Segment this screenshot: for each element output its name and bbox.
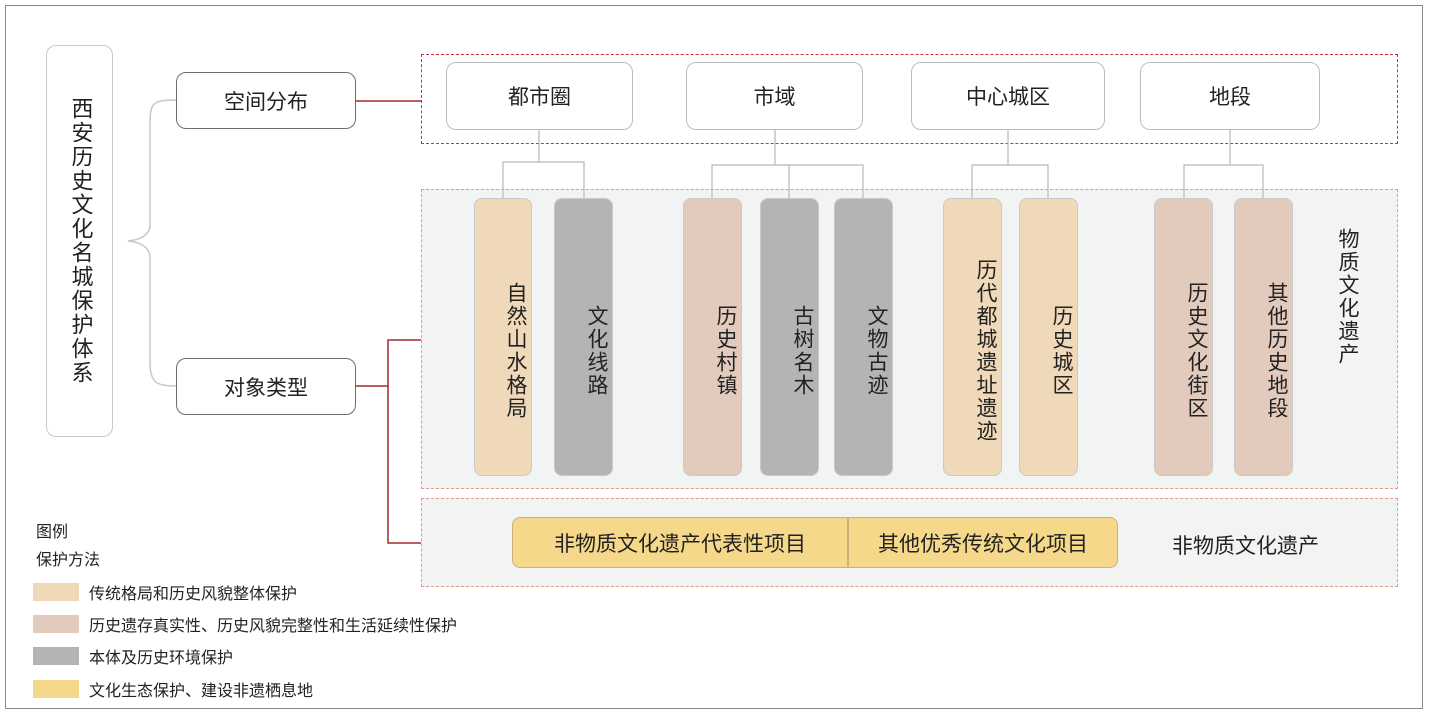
legend-swatch-grey xyxy=(33,647,79,665)
level-section: 地段 xyxy=(1140,62,1320,130)
category-object-label: 对象类型 xyxy=(224,375,308,400)
legend-entry-beige: 传统格局和历史风貌整体保护 xyxy=(33,580,297,604)
item-ancient-tree: 古树名木 xyxy=(760,198,819,476)
legend-entry-rose: 历史遗存真实性、历史风貌完整性和生活延续性保护 xyxy=(33,612,457,636)
item-ancient-tree-label: 古树名木 xyxy=(791,305,815,397)
item-historic-urban-area-label: 历史城区 xyxy=(1050,305,1074,397)
spatial-level-band xyxy=(421,54,1398,144)
root-node: 西安历史文化名城保护体系 xyxy=(46,45,113,437)
level-city: 市域 xyxy=(686,62,863,130)
category-spatial-label: 空间分布 xyxy=(224,89,308,114)
diagram-frame xyxy=(5,5,1423,709)
item-capital-ruins: 历代都城遗址遗迹 xyxy=(943,198,1002,476)
legend-swatch-yellow xyxy=(33,680,79,698)
legend-entry-beige-label: 传统格局和历史风貌整体保护 xyxy=(89,584,298,603)
connector-group-2 xyxy=(711,130,864,198)
item-historic-block-label: 历史文化街区 xyxy=(1185,282,1209,420)
root-label: 西安历史文化名城保护体系 xyxy=(67,97,93,385)
item-historic-village-label: 历史村镇 xyxy=(714,305,738,397)
level-metro: 都市圈 xyxy=(446,62,633,130)
tangible-heritage-label: 物质文化遗产 xyxy=(1336,228,1360,366)
legend-title: 图例 xyxy=(36,522,69,541)
item-cultural-route-label: 文化线路 xyxy=(585,305,609,397)
intangible-other-item: 其他优秀传统文化项目 xyxy=(848,517,1118,568)
legend-swatch-beige xyxy=(33,583,79,601)
item-natural-landscape: 自然山水格局 xyxy=(474,198,532,476)
legend-entry-yellow: 文化生态保护、建设非遗栖息地 xyxy=(33,677,313,701)
item-capital-ruins-label: 历代都城遗址遗迹 xyxy=(974,259,998,443)
item-natural-landscape-label: 自然山水格局 xyxy=(504,282,528,420)
level-central-district: 中心城区 xyxy=(911,62,1105,130)
category-object: 对象类型 xyxy=(176,358,356,415)
item-cultural-relic: 文物古迹 xyxy=(834,198,893,476)
intangible-other-item-label: 其他优秀传统文化项目 xyxy=(878,531,1088,556)
level-central-district-label: 中心城区 xyxy=(966,85,1050,109)
legend-entry-grey: 本体及历史环境保护 xyxy=(33,644,233,668)
item-cultural-route: 文化线路 xyxy=(554,198,613,476)
object-link xyxy=(356,339,421,387)
legend-entry-grey-label: 本体及历史环境保护 xyxy=(89,648,234,667)
connector-group-4 xyxy=(1183,130,1264,198)
item-other-historic-section-label: 其他历史地段 xyxy=(1265,282,1289,420)
item-historic-urban-area: 历史城区 xyxy=(1019,198,1078,476)
intangible-representative-item: 非物质文化遗产代表性项目 xyxy=(512,517,848,568)
connector-group-1 xyxy=(502,130,585,198)
legend-entry-yellow-label: 文化生态保护、建设非遗栖息地 xyxy=(89,681,314,700)
legend-subtitle: 保护方法 xyxy=(36,550,101,569)
item-historic-village: 历史村镇 xyxy=(683,198,742,476)
object-link-intangible xyxy=(387,386,421,544)
intangible-representative-item-label: 非物质文化遗产代表性项目 xyxy=(554,531,806,556)
item-historic-block: 历史文化街区 xyxy=(1154,198,1213,476)
level-metro-label: 都市圈 xyxy=(508,85,571,109)
connector-group-3 xyxy=(971,130,1049,198)
category-spatial: 空间分布 xyxy=(176,72,356,129)
level-section-label: 地段 xyxy=(1209,85,1251,109)
root-brace xyxy=(127,99,177,387)
item-cultural-relic-label: 文物古迹 xyxy=(865,305,889,397)
legend-swatch-rose xyxy=(33,615,79,633)
level-city-label: 市域 xyxy=(753,85,796,109)
intangible-heritage-label: 非物质文化遗产 xyxy=(1172,534,1319,558)
legend-entry-rose-label: 历史遗存真实性、历史风貌完整性和生活延续性保护 xyxy=(89,616,458,635)
item-other-historic-section: 其他历史地段 xyxy=(1234,198,1293,476)
